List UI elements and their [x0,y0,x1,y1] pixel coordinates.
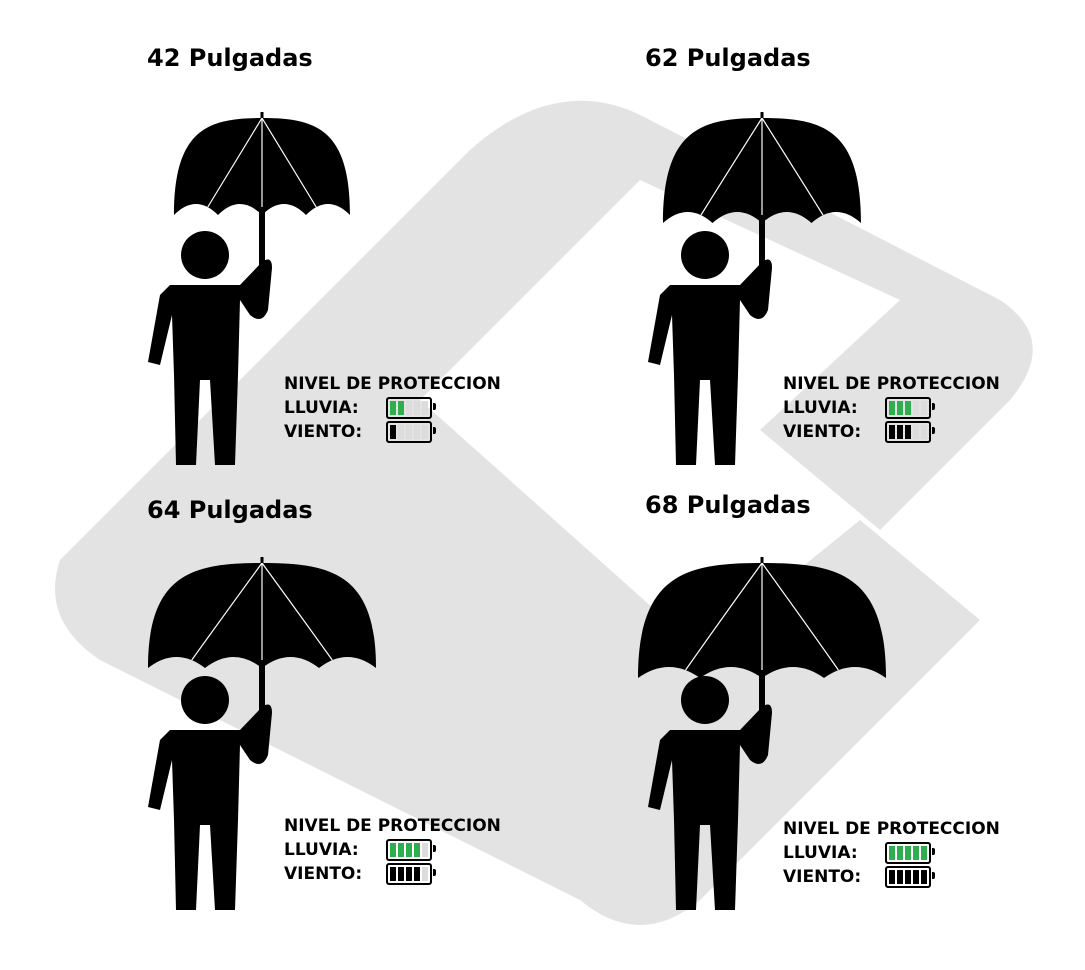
battery-segment [897,401,903,415]
battery-segment [889,401,895,415]
protection-heading: NIVEL DE PROTECCION [783,374,1000,394]
wind-battery-icon [885,421,935,443]
battery-segment [889,425,895,439]
rain-row: LLUVIA: [783,841,1000,865]
battery-segment [897,846,903,860]
size-title: 68 Pulgadas [645,491,811,519]
protection-heading: NIVEL DE PROTECCION [783,819,1000,839]
protection-levels: NIVEL DE PROTECCION LLUVIA: VIENTO: [284,372,501,444]
umbrella-pole [759,673,765,710]
wind-battery-icon [386,421,436,443]
umbrella-person [148,112,350,465]
rain-battery-icon [885,397,935,419]
wind-row: VIENTO: [284,420,501,444]
battery-segment [422,425,428,439]
rain-row: LLUVIA: [284,838,501,862]
battery-segment [414,843,420,857]
protection-heading: NIVEL DE PROTECCION [284,374,501,394]
rain-label: LLUVIA: [783,398,858,418]
battery-segment [414,401,420,415]
battery-segment [921,401,927,415]
protection-levels: NIVEL DE PROTECCION LLUVIA: VIENTO: [783,372,1000,444]
battery-segment [913,425,919,439]
person-head-icon [181,676,229,724]
battery-segment [913,870,919,884]
person-body-icon [648,704,772,910]
size-title: 42 Pulgadas [147,44,313,72]
battery-segment [406,401,412,415]
rain-row: LLUVIA: [284,396,501,420]
umbrella-person [648,112,861,465]
wind-label: VIENTO: [783,867,862,887]
battery-segment [414,867,420,881]
umbrella-pole [759,218,765,265]
rain-battery-icon [386,839,436,861]
wind-battery-icon [885,866,935,888]
battery-segment [390,401,396,415]
battery-segment [390,843,396,857]
battery-segment [913,846,919,860]
battery-segment [889,846,895,860]
battery-segment [905,870,911,884]
battery-segment [905,401,911,415]
protection-levels: NIVEL DE PROTECCION LLUVIA: VIENTO: [783,817,1000,889]
protection-levels: NIVEL DE PROTECCION LLUVIA: VIENTO: [284,814,501,886]
person-head-icon [681,676,729,724]
battery-segment [406,425,412,439]
person-head-icon [681,231,729,279]
battery-segment [398,425,404,439]
battery-segment [414,425,420,439]
rain-label: LLUVIA: [783,843,858,863]
battery-segment [905,425,911,439]
wind-row: VIENTO: [783,420,1000,444]
battery-segment [921,846,927,860]
battery-segment [398,401,404,415]
battery-segment [913,401,919,415]
umbrella-pole [259,663,265,710]
battery-segment [406,867,412,881]
battery-segment [406,843,412,857]
battery-segment [422,867,428,881]
battery-segment [390,425,396,439]
wind-row: VIENTO: [284,862,501,886]
person-head-icon [181,231,229,279]
person-body-icon [148,259,272,465]
battery-segment [897,870,903,884]
rain-battery-icon [386,397,436,419]
person-body-icon [148,704,272,910]
person-body-icon [648,259,772,465]
wind-label: VIENTO: [284,864,363,884]
wind-row: VIENTO: [783,865,1000,889]
battery-segment [889,870,895,884]
battery-segment [921,870,927,884]
rain-label: LLUVIA: [284,398,359,418]
rain-battery-icon [885,842,935,864]
battery-segment [905,846,911,860]
wind-battery-icon [386,863,436,885]
umbrella-person [148,557,376,910]
protection-heading: NIVEL DE PROTECCION [284,816,501,836]
watermark-logo [55,100,1033,925]
wind-label: VIENTO: [783,422,862,442]
size-title: 64 Pulgadas [147,496,313,524]
battery-segment [422,843,428,857]
size-title: 62 Pulgadas [645,44,811,72]
wind-label: VIENTO: [284,422,363,442]
battery-segment [390,867,396,881]
battery-segment [398,843,404,857]
rain-label: LLUVIA: [284,840,359,860]
battery-segment [398,867,404,881]
battery-segment [897,425,903,439]
battery-segment [422,401,428,415]
umbrella-person [638,557,886,910]
battery-segment [921,425,927,439]
umbrella-pole [259,210,265,265]
rain-row: LLUVIA: [783,396,1000,420]
